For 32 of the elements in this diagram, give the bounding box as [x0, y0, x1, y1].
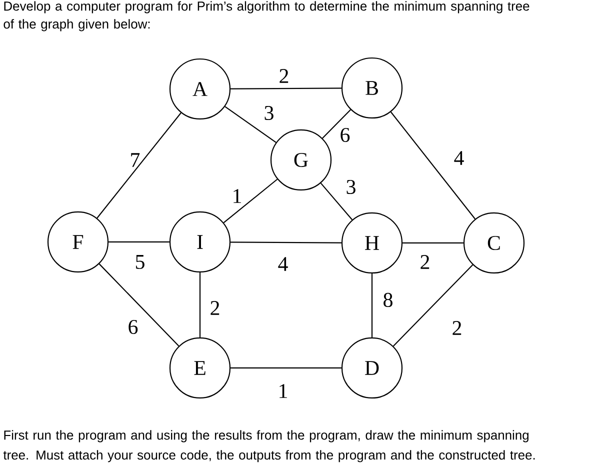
weight-label: 3 — [264, 106, 274, 120]
weight-label: 5 — [136, 255, 144, 269]
weight-label: 2 — [280, 69, 288, 83]
weight-label: 2 — [452, 321, 462, 335]
question-text: Develop a computer program for Prim’s algorithm to determine the minimum spanning tree of the graph given below: — [4, 1, 530, 32]
edge-line — [402, 242, 464, 244]
edge-line — [392, 264, 474, 346]
weight-label: 6 — [128, 320, 138, 334]
weight-label: 8 — [384, 292, 392, 308]
edge-line — [371, 274, 373, 338]
edge-line — [230, 88, 342, 90]
edge-line — [108, 241, 170, 243]
edge-line — [96, 112, 182, 218]
instruction-text: First run the program and using the results from the program, draw the minimum spanning tree. Must attach your source code, the outputs from the program and the constructed tree. — [3, 430, 535, 462]
edge-line — [390, 112, 476, 220]
weight-label: 1 — [234, 189, 241, 203]
weight-label: 3 — [346, 180, 356, 194]
weight-label: 4 — [454, 151, 464, 165]
edge-line — [320, 182, 353, 220]
edge-line — [199, 272, 201, 338]
edge-line — [224, 106, 276, 143]
edge-line — [230, 367, 342, 369]
edge-line — [223, 178, 278, 224]
weight-label: 4 — [278, 257, 288, 271]
weight-label: 7 — [131, 153, 140, 167]
edge-line — [322, 109, 351, 139]
weight-label: 2 — [210, 301, 220, 315]
weight-label: 2 — [420, 255, 430, 269]
edge-line — [98, 264, 180, 346]
weight-label: 1 — [280, 384, 287, 398]
weight-label: 6 — [340, 128, 350, 142]
edge-line — [230, 242, 342, 244]
